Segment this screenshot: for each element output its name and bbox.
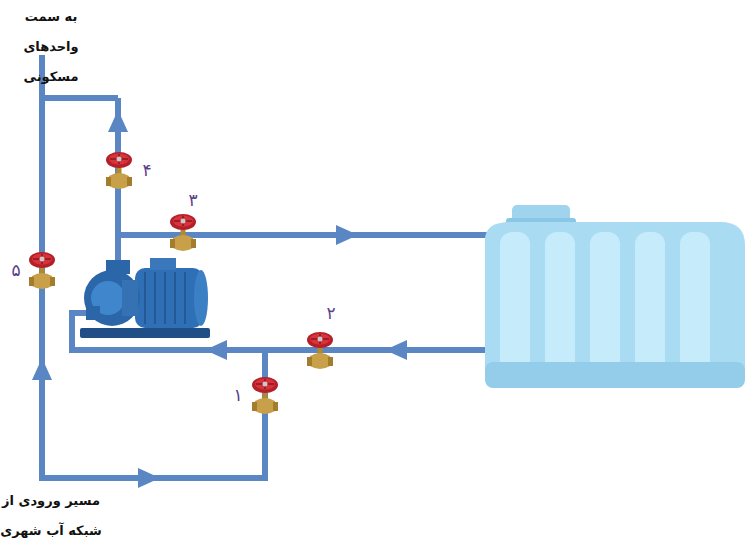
- callout-number: ۲: [326, 305, 335, 322]
- flow-arrows: [32, 110, 407, 488]
- pipe-network: [42, 55, 500, 478]
- water-pump: [80, 258, 210, 338]
- callout-number: ۳: [188, 192, 197, 209]
- gate-valve: [170, 214, 196, 251]
- flow-label: مسیر ورودی از شبکه آب شهری: [0, 486, 107, 546]
- gate-valve: [29, 252, 55, 289]
- callout-number: ۱: [233, 387, 242, 404]
- gate-valve: [307, 332, 333, 369]
- flow-label: به سمت واحدهای مسکونی: [0, 2, 107, 92]
- callout-number: ۴: [142, 162, 151, 179]
- gate-valve: [252, 377, 278, 414]
- callout-number: ۵: [11, 262, 20, 279]
- gate-valve: [106, 152, 132, 189]
- water-tank: [485, 205, 745, 388]
